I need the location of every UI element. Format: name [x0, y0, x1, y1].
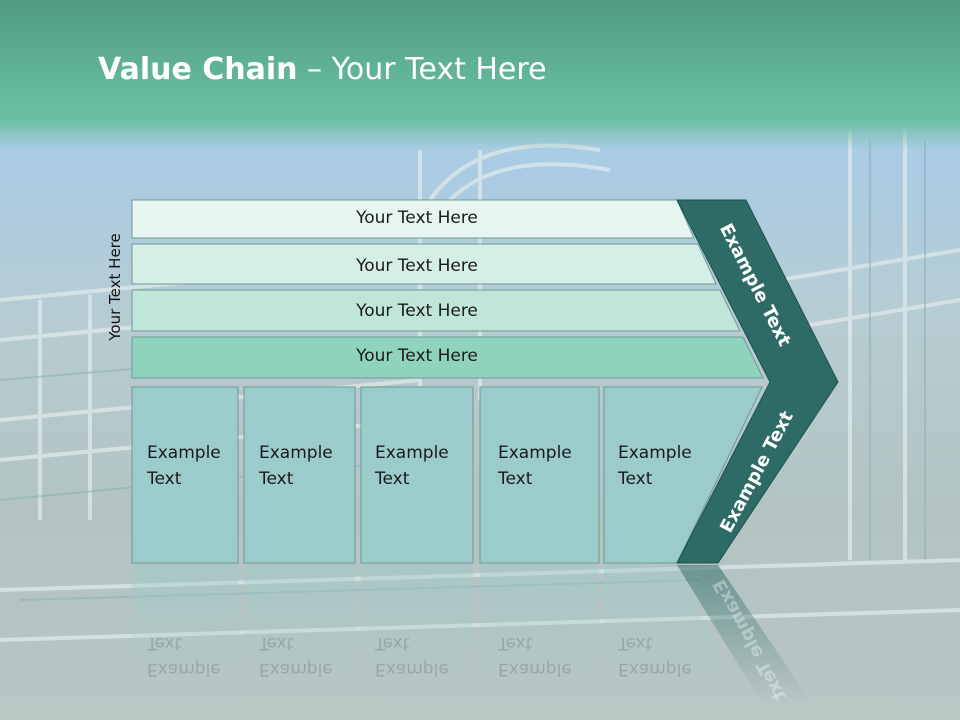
- column-label-reflection-3: Example Text: [375, 633, 449, 679]
- row-shape-1: [131, 199, 695, 239]
- row-label-4: Your Text Here: [356, 346, 478, 366]
- column-label-4: Example Text: [498, 443, 572, 489]
- row-shape-4: [131, 336, 764, 379]
- column-label-reflection-5: Example Text: [618, 633, 692, 679]
- vertical-side-label: Your Text Here: [106, 233, 124, 341]
- chevron-shape: [676, 199, 839, 564]
- column-label-reflection-2: Example Text: [259, 633, 333, 679]
- slide-title: Value Chain – Your Text Here: [98, 52, 547, 87]
- column-label-1: Example Text: [147, 443, 221, 489]
- title-rest: – Your Text Here: [297, 52, 547, 87]
- column-label-3: Example Text: [375, 443, 449, 489]
- title-bold: Value Chain: [98, 52, 298, 87]
- row-shape-3: [131, 289, 741, 332]
- column-label-5: Example Text: [618, 443, 692, 489]
- column-label-2: Example Text: [259, 443, 333, 489]
- column-reflections: [132, 565, 810, 700]
- column-label-reflection-4: Example Text: [498, 633, 572, 679]
- column-shape-1: [131, 386, 239, 564]
- title-banner: [0, 0, 960, 150]
- column-shape-4: [479, 386, 600, 564]
- column-shape-3: [360, 386, 474, 564]
- row-label-1: Your Text Here: [356, 208, 478, 228]
- column-label-reflection-1: Example Text: [147, 633, 221, 679]
- row-shape-2: [131, 243, 717, 285]
- column-shape-2: [243, 386, 356, 564]
- row-label-2: Your Text Here: [356, 256, 478, 276]
- row-label-3: Your Text Here: [356, 301, 478, 321]
